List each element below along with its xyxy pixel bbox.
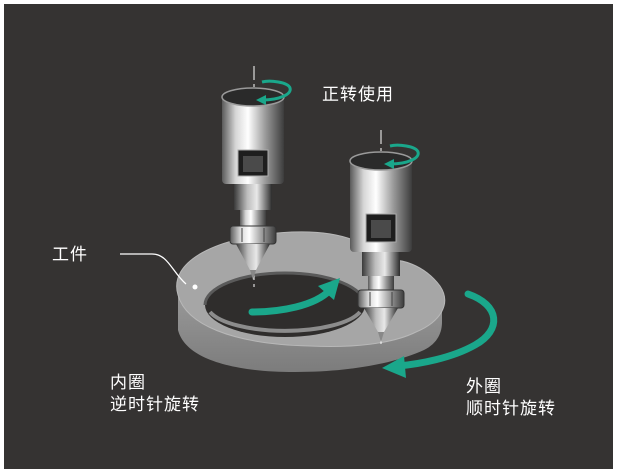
outer-ring-direction: 顺时针旋转	[466, 399, 556, 419]
inner-ring-label: 内圈 逆时针旋转	[110, 372, 200, 416]
workpiece-leader-line	[120, 253, 187, 285]
forward-rotation-label: 正转使用	[322, 85, 394, 105]
inner-direction-arrow-icon	[248, 278, 340, 316]
outer-direction-arrow-icon	[382, 290, 498, 378]
inner-ring-direction: 逆时针旋转	[110, 395, 200, 415]
inner-ring-title: 内圈	[110, 373, 146, 393]
left-spindle-rotation-arrow-icon	[256, 79, 292, 105]
left-deburring-tool	[221, 66, 285, 290]
outer-ring-title: 外圈	[466, 377, 502, 397]
right-spindle-rotation-arrow-icon	[384, 143, 420, 169]
diagram-panel: 正转使用 工件 内圈 逆时针旋转 外圈 顺时针旋转	[4, 4, 613, 469]
outer-ring-label: 外圈 顺时针旋转	[466, 376, 556, 420]
workpiece-label: 工件	[52, 245, 88, 265]
deburring-diagram	[120, 66, 498, 378]
